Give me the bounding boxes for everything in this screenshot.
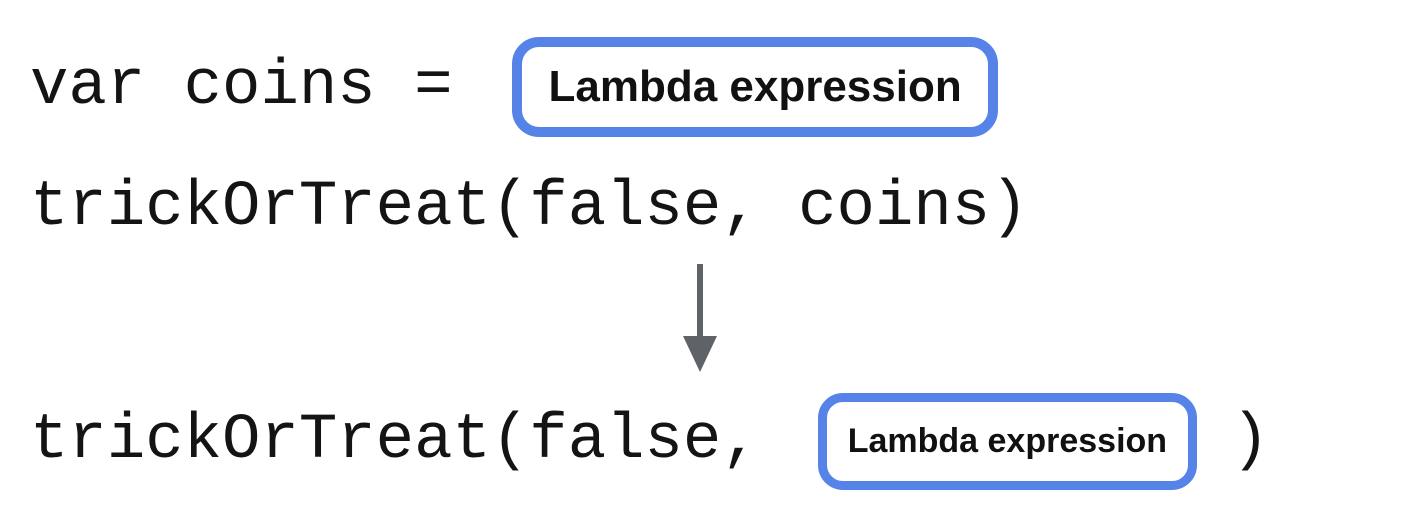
code-line-3-prefix: trickOrTreat(false, [30,405,760,477]
lambda-expression-label: Lambda expression [847,422,1168,460]
down-arrow-icon [683,264,717,372]
code-line-1-text: var coins = [30,51,453,123]
lambda-expression-box-bottom: Lambda expression [817,392,1198,490]
code-line-1: var coins = Lambda expression [30,37,998,137]
code-line-2-text: trickOrTreat(false, coins) [30,172,1029,244]
lambda-expression-box-top: Lambda expression [512,37,998,137]
lambda-expression-label: Lambda expression [548,62,962,111]
code-line-2: trickOrTreat(false, coins) [30,170,1029,246]
code-line-3: trickOrTreat(false, Lambda expression ) [30,391,1269,491]
code-line-3-suffix: ) [1231,405,1270,477]
